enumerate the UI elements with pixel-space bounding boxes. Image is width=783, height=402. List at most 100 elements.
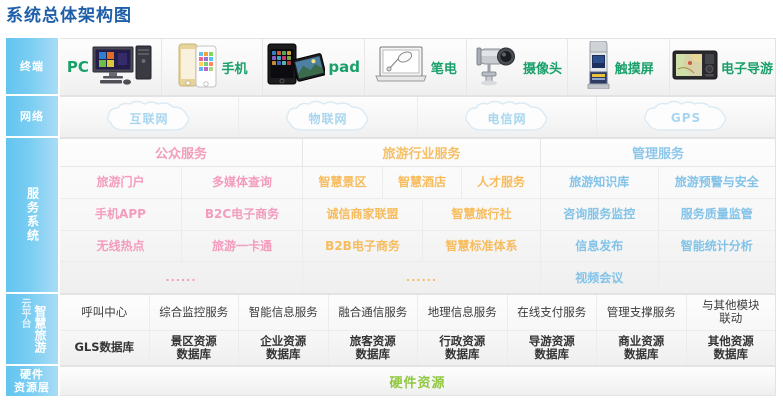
terminal-item-label: PC [66, 58, 89, 76]
stage-label-service-text: 服务系统 [25, 187, 40, 243]
service-cell[interactable]: 智能统计分析 [680, 238, 753, 253]
cloud-service-cell[interactable]: 呼叫中心 [60, 295, 150, 330]
cloud-service-cell[interactable]: 管理支撑服务 [597, 295, 687, 330]
cloud-database-cell[interactable]: 其他资源 数据库 [707, 333, 754, 361]
terminal-device-list: PC [60, 38, 776, 96]
layer-cloud-platform: 智慧旅游 云平台 呼叫中心 综合监控服务 智能信息服务 融合通信服务 地理信息服… [6, 294, 776, 366]
network-item-gps[interactable]: GPS [597, 97, 775, 137]
service-cell[interactable]: 旅游预警与安全 [674, 175, 759, 190]
smartphone-icon [177, 41, 219, 93]
cloud-database-cell[interactable]: 旅客资源 数据库 [329, 330, 418, 365]
terminal-item-pad[interactable]: pad [263, 39, 366, 95]
service-cell[interactable]: 旅游一卡通 [182, 230, 303, 262]
service-cell[interactable]: 智慧旅行社 [423, 198, 541, 230]
cloud-database-cell[interactable]: 景区资源 数据库 [150, 330, 239, 365]
stage-label-service: 服务系统 [6, 138, 58, 294]
cloud-service-cell[interactable]: 地理信息服务 [418, 295, 508, 330]
service-cell[interactable]: B2C电子商务 [182, 198, 303, 230]
terminal-item-label: 笔电 [430, 61, 457, 77]
stage-label-hardware-text: 硬件 资源层 [14, 368, 50, 394]
layer-terminal: 终端 PC [6, 38, 776, 96]
cloud-service-cell[interactable]: 智能信息服务 [239, 295, 329, 330]
cloud-database-cell[interactable]: GLS数据库 [60, 330, 150, 365]
network-item-iot[interactable]: 物联网 [239, 97, 418, 137]
stage-label-hardware: 硬件 资源层 [6, 366, 58, 396]
touchscreen-kiosk-icon [584, 40, 612, 93]
page-title: 系统总体架构图 [6, 6, 132, 26]
network-item-internet[interactable]: 互联网 [60, 97, 239, 137]
desktop-computer-icon [92, 45, 154, 89]
cloud-service-cell[interactable]: 在线支付服务 [508, 295, 597, 330]
layer-service-system: 服务系统 公众服务 旅游行业服务 管理服务 旅游门户 多媒体查询 智慧景区 智慧… [6, 138, 776, 294]
service-cell[interactable]: 诚信商家联盟 [303, 198, 423, 230]
service-cell[interactable]: 视频会议 [541, 262, 659, 293]
tablet-icon [267, 42, 327, 92]
cloud-database-cell[interactable]: 导游资源 数据库 [508, 330, 597, 365]
terminal-item-label: 手机 [221, 61, 248, 77]
network-item-label: GPS [670, 111, 702, 125]
electronic-guide-icon [672, 49, 718, 85]
cloud-databases-row: GLS数据库 景区资源 数据库 企业资源 数据库 旅客资源 数据库 行政资源 数… [60, 330, 775, 365]
terminal-item-label: 电子导游 [721, 61, 774, 77]
terminal-item-laptop[interactable]: 笔电 [365, 39, 467, 95]
service-cell[interactable]: 服务质量监管 [680, 207, 753, 222]
terminal-item-eguide[interactable]: 电子导游 [670, 39, 775, 95]
cloud-service-cell[interactable]: 综合监控服务 [150, 295, 239, 330]
terminal-item-label: 摄像头 [523, 61, 563, 77]
terminal-item-touchscreen[interactable]: 触摸屏 [568, 39, 671, 95]
security-camera-icon [472, 43, 520, 91]
stage-label-network: 网络 [6, 96, 58, 138]
architecture-layers: 终端 PC [6, 38, 776, 398]
network-item-label: 互联网 [129, 111, 169, 126]
service-cell[interactable]: 信息发布 [541, 230, 659, 262]
cloud-database-cell[interactable]: 行政资源 数据库 [418, 330, 508, 365]
cloud-services-row: 呼叫中心 综合监控服务 智能信息服务 融合通信服务 地理信息服务 在线支付服务 … [60, 295, 775, 331]
cloud-platform-grid: 呼叫中心 综合监控服务 智能信息服务 融合通信服务 地理信息服务 在线支付服务 … [60, 294, 776, 366]
service-cell[interactable]: 咨询服务监控 [541, 198, 659, 230]
service-cell[interactable]: 手机APP [60, 198, 182, 230]
service-cell[interactable]: 多媒体查询 [182, 167, 303, 198]
service-cell-ellipsis: ...... [60, 262, 303, 293]
stage-label-cloud-sub: 云平台 [19, 298, 30, 328]
service-cell[interactable]: 旅游门户 [60, 167, 182, 198]
service-cell[interactable]: 旅游知识库 [541, 167, 659, 198]
service-cell[interactable]: 智慧酒店 [383, 167, 462, 198]
service-category-tourism: 旅游行业服务 [303, 139, 541, 166]
service-category-public: 公众服务 [60, 139, 303, 166]
service-category-management: 管理服务 [631, 147, 684, 162]
cloud-database-cell[interactable]: 商业资源 数据库 [597, 330, 687, 365]
hardware-resource-bar: 硬件资源 [60, 366, 776, 396]
stage-label-cloud-platform: 智慧旅游 云平台 [6, 294, 58, 366]
service-cell[interactable]: B2B电子商务 [303, 230, 423, 262]
cloud-shape: 电信网 [461, 100, 553, 134]
service-cell[interactable]: 无线热点 [60, 230, 182, 262]
terminal-item-camera[interactable]: 摄像头 [467, 39, 569, 95]
service-row: 旅游门户 多媒体查询 智慧景区 智慧酒店 人才服务 旅游知识库 旅游预警与安全 [60, 167, 775, 199]
terminal-item-label: 触摸屏 [614, 61, 654, 77]
cloud-shape: 互联网 [103, 100, 195, 134]
cloud-service-cell[interactable]: 融合通信服务 [329, 295, 418, 330]
network-item-label: 物联网 [308, 111, 348, 126]
hardware-resource-label: 硬件资源 [389, 375, 446, 391]
network-item-telecom[interactable]: 电信网 [418, 97, 597, 137]
service-rows: 旅游门户 多媒体查询 智慧景区 智慧酒店 人才服务 旅游知识库 旅游预警与安全 … [60, 167, 775, 293]
cloud-service-cell[interactable]: 与其他模块 联动 [702, 298, 760, 326]
cloud-database-cell[interactable]: 企业资源 数据库 [239, 330, 329, 365]
cloud-shape: GPS [640, 100, 732, 134]
service-category-headers: 公众服务 旅游行业服务 管理服务 [60, 139, 775, 167]
terminal-item-label: pad [328, 58, 360, 76]
service-row: 无线热点 旅游一卡通 B2B电子商务 智慧标准体系 信息发布 智能统计分析 [60, 230, 775, 263]
terminal-item-mobile[interactable]: 手机 [162, 39, 264, 95]
network-item-label: 电信网 [487, 111, 527, 126]
layer-network: 网络 互联网 物联网 [6, 96, 776, 138]
service-cell-ellipsis: ...... [303, 262, 541, 293]
service-cell[interactable]: 人才服务 [462, 167, 541, 198]
stage-label-terminal: 终端 [6, 38, 58, 96]
stage-label-network-text: 网络 [20, 109, 44, 123]
service-row: 手机APP B2C电子商务 诚信商家联盟 智慧旅行社 咨询服务监控 服务质量监管 [60, 198, 775, 231]
service-row: ...... ...... 视频会议 [60, 262, 775, 293]
terminal-item-pc[interactable]: PC [60, 39, 162, 95]
service-cell[interactable]: 智慧标准体系 [423, 230, 541, 262]
service-cell[interactable]: 智慧景区 [303, 167, 383, 198]
